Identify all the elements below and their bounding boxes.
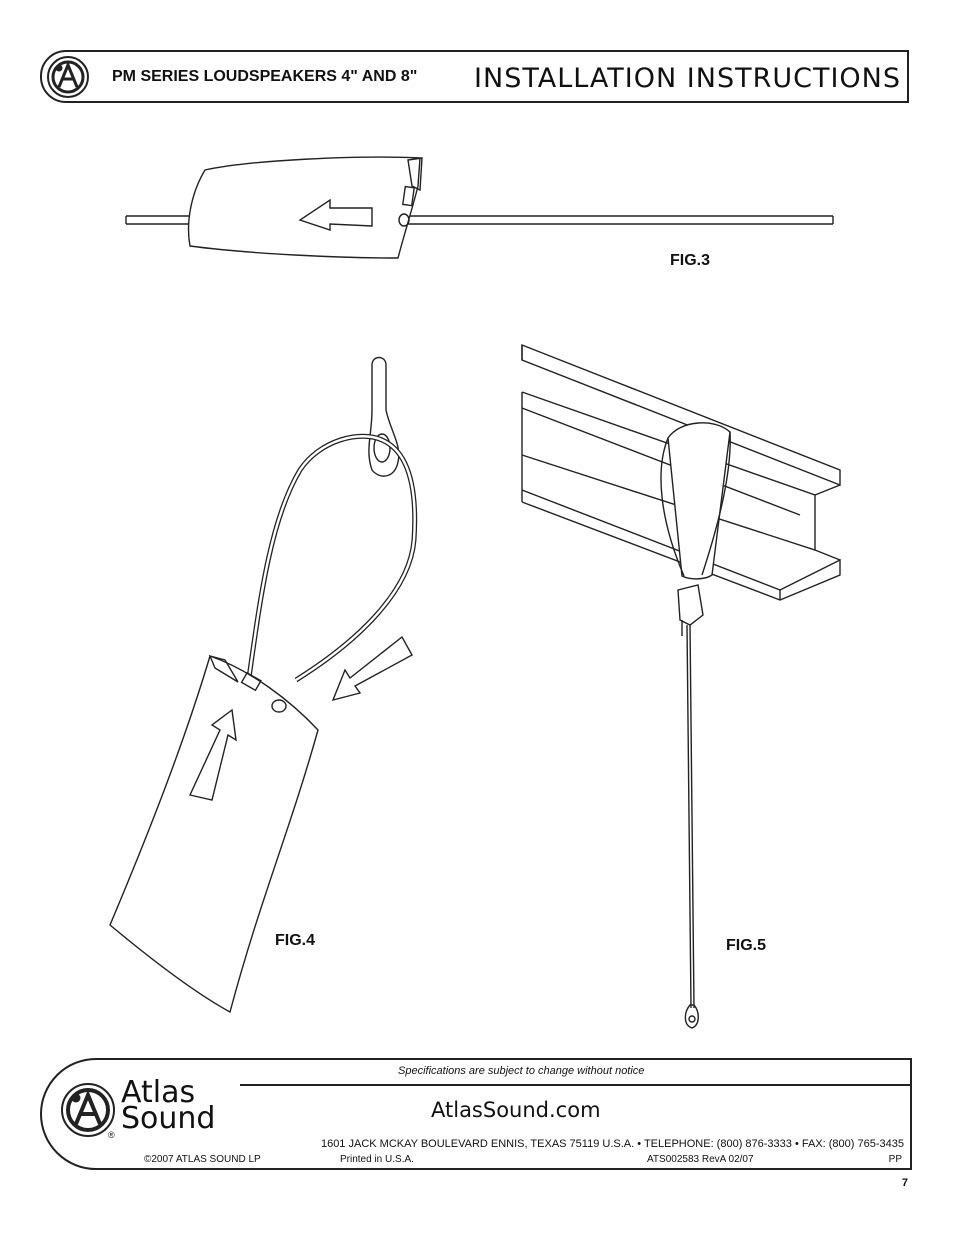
website-link[interactable]: AtlasSound.com	[431, 1098, 601, 1122]
copyright: ©2007 ATLAS SOUND LP	[144, 1154, 261, 1165]
footer-divider	[240, 1084, 910, 1086]
document-title: INSTALLATION INSTRUCTIONS	[474, 63, 901, 94]
fig5-cable-on-ibeam	[521, 343, 841, 1029]
registered-mark: ®	[108, 1130, 115, 1140]
fig4-label: FIG.4	[275, 932, 316, 949]
page-footer: Specifications are subject to change wit…	[40, 1058, 912, 1170]
atlas-logo-icon	[47, 56, 89, 98]
fig3-speaker-on-cable	[125, 156, 834, 259]
atlas-sound-logo-icon	[61, 1083, 115, 1137]
fig4-speaker-with-hanging-cable	[109, 356, 418, 1014]
brand-name-line1: Atlas	[121, 1075, 196, 1110]
fig5-label: FIG.5	[726, 937, 767, 954]
product-series-title: PM SERIES LOUDSPEAKERS 4" AND 8"	[112, 68, 418, 85]
spec-notice: Specifications are subject to change wit…	[398, 1065, 645, 1077]
printed-in: Printed in U.S.A.	[340, 1154, 414, 1165]
company-address: 1601 JACK MCKAY BOULEVARD ENNIS, TEXAS 7…	[320, 1138, 904, 1150]
document-number: ATS002583 RevA 02/07	[647, 1154, 754, 1165]
fig3-label: FIG.3	[670, 252, 711, 269]
page-number: 7	[901, 1177, 908, 1189]
page-header: PM SERIES LOUDSPEAKERS 4" AND 8" INSTALL…	[40, 50, 909, 103]
footer-initials: PP	[888, 1154, 902, 1165]
brand-name-line2: Sound	[121, 1101, 216, 1136]
